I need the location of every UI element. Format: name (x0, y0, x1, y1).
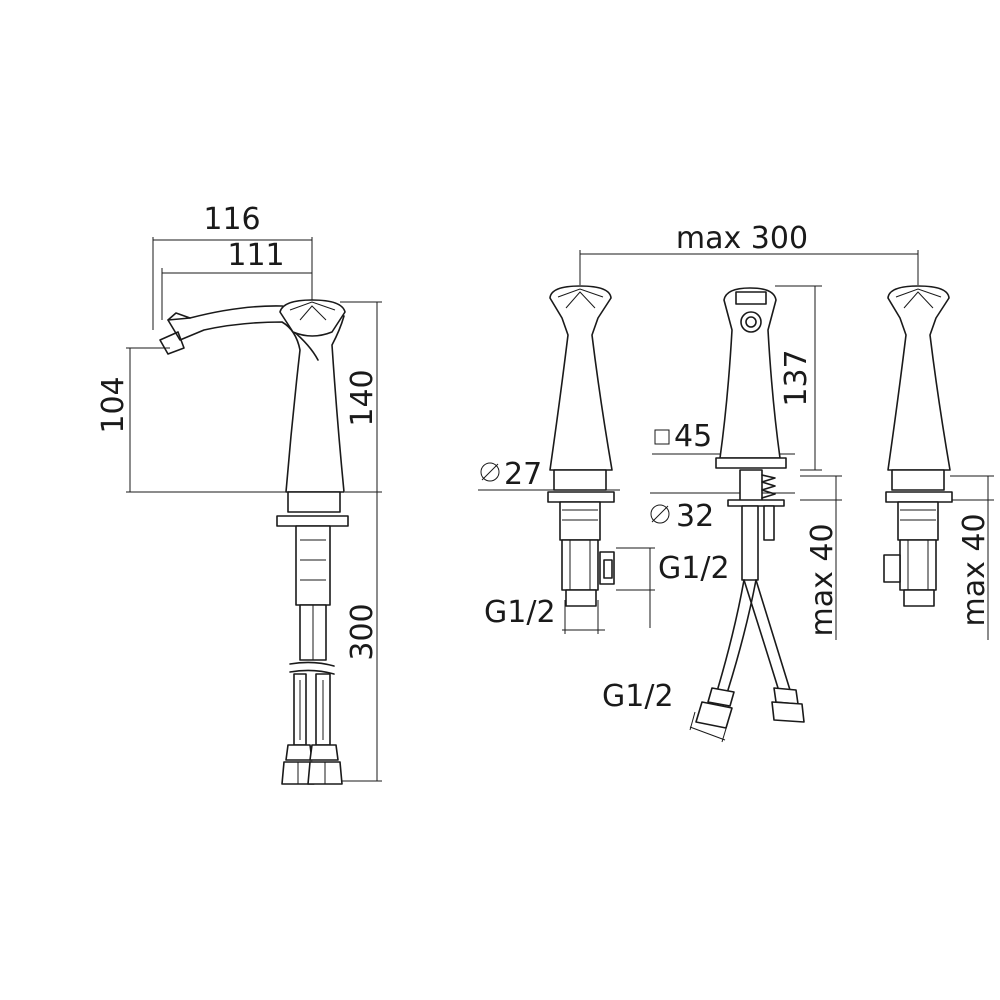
label-g12-bottom: G1/2 (484, 595, 556, 630)
label-116: 116 (203, 202, 260, 237)
front-view: max 300 137 45 27 32 (478, 221, 994, 743)
dim-max-300: max 300 (579, 221, 919, 285)
dim-max-40-right: max 40 (950, 475, 994, 640)
dim-max-40-center: max 40 (800, 475, 842, 640)
dim-g12-side: G1/2 (616, 547, 730, 628)
dim-g12-bottom: G1/2 (484, 595, 605, 634)
dim-111: 111 (161, 238, 312, 320)
label-g12-hose: G1/2 (602, 679, 674, 714)
label-max-40-center: max 40 (805, 523, 840, 636)
label-square-45: 45 (674, 419, 712, 454)
label-111: 111 (227, 238, 284, 273)
side-faucet-body (159, 299, 349, 785)
dim-diameter-32: 32 (650, 492, 795, 534)
label-max-40-right: max 40 (957, 513, 992, 626)
dim-g12-hose: G1/2 (602, 679, 729, 743)
dim-140: 140 (340, 301, 382, 493)
label-300: 300 (345, 603, 380, 660)
label-104: 104 (96, 376, 131, 433)
right-handle (883, 285, 953, 607)
label-140: 140 (345, 369, 380, 426)
dim-300: 300 (340, 492, 382, 782)
label-diameter-27: 27 (504, 457, 542, 492)
dim-116: 116 (152, 202, 313, 330)
center-spout (695, 287, 805, 729)
label-diameter-32: 32 (676, 499, 714, 534)
dim-104: 104 (96, 347, 290, 493)
label-g12-side: G1/2 (658, 551, 730, 586)
label-max-300: max 300 (676, 221, 808, 256)
side-view: 116 111 104 140 300 (96, 202, 382, 785)
label-137: 137 (779, 349, 814, 406)
dim-137: 137 (775, 285, 822, 471)
left-handle (547, 285, 615, 607)
